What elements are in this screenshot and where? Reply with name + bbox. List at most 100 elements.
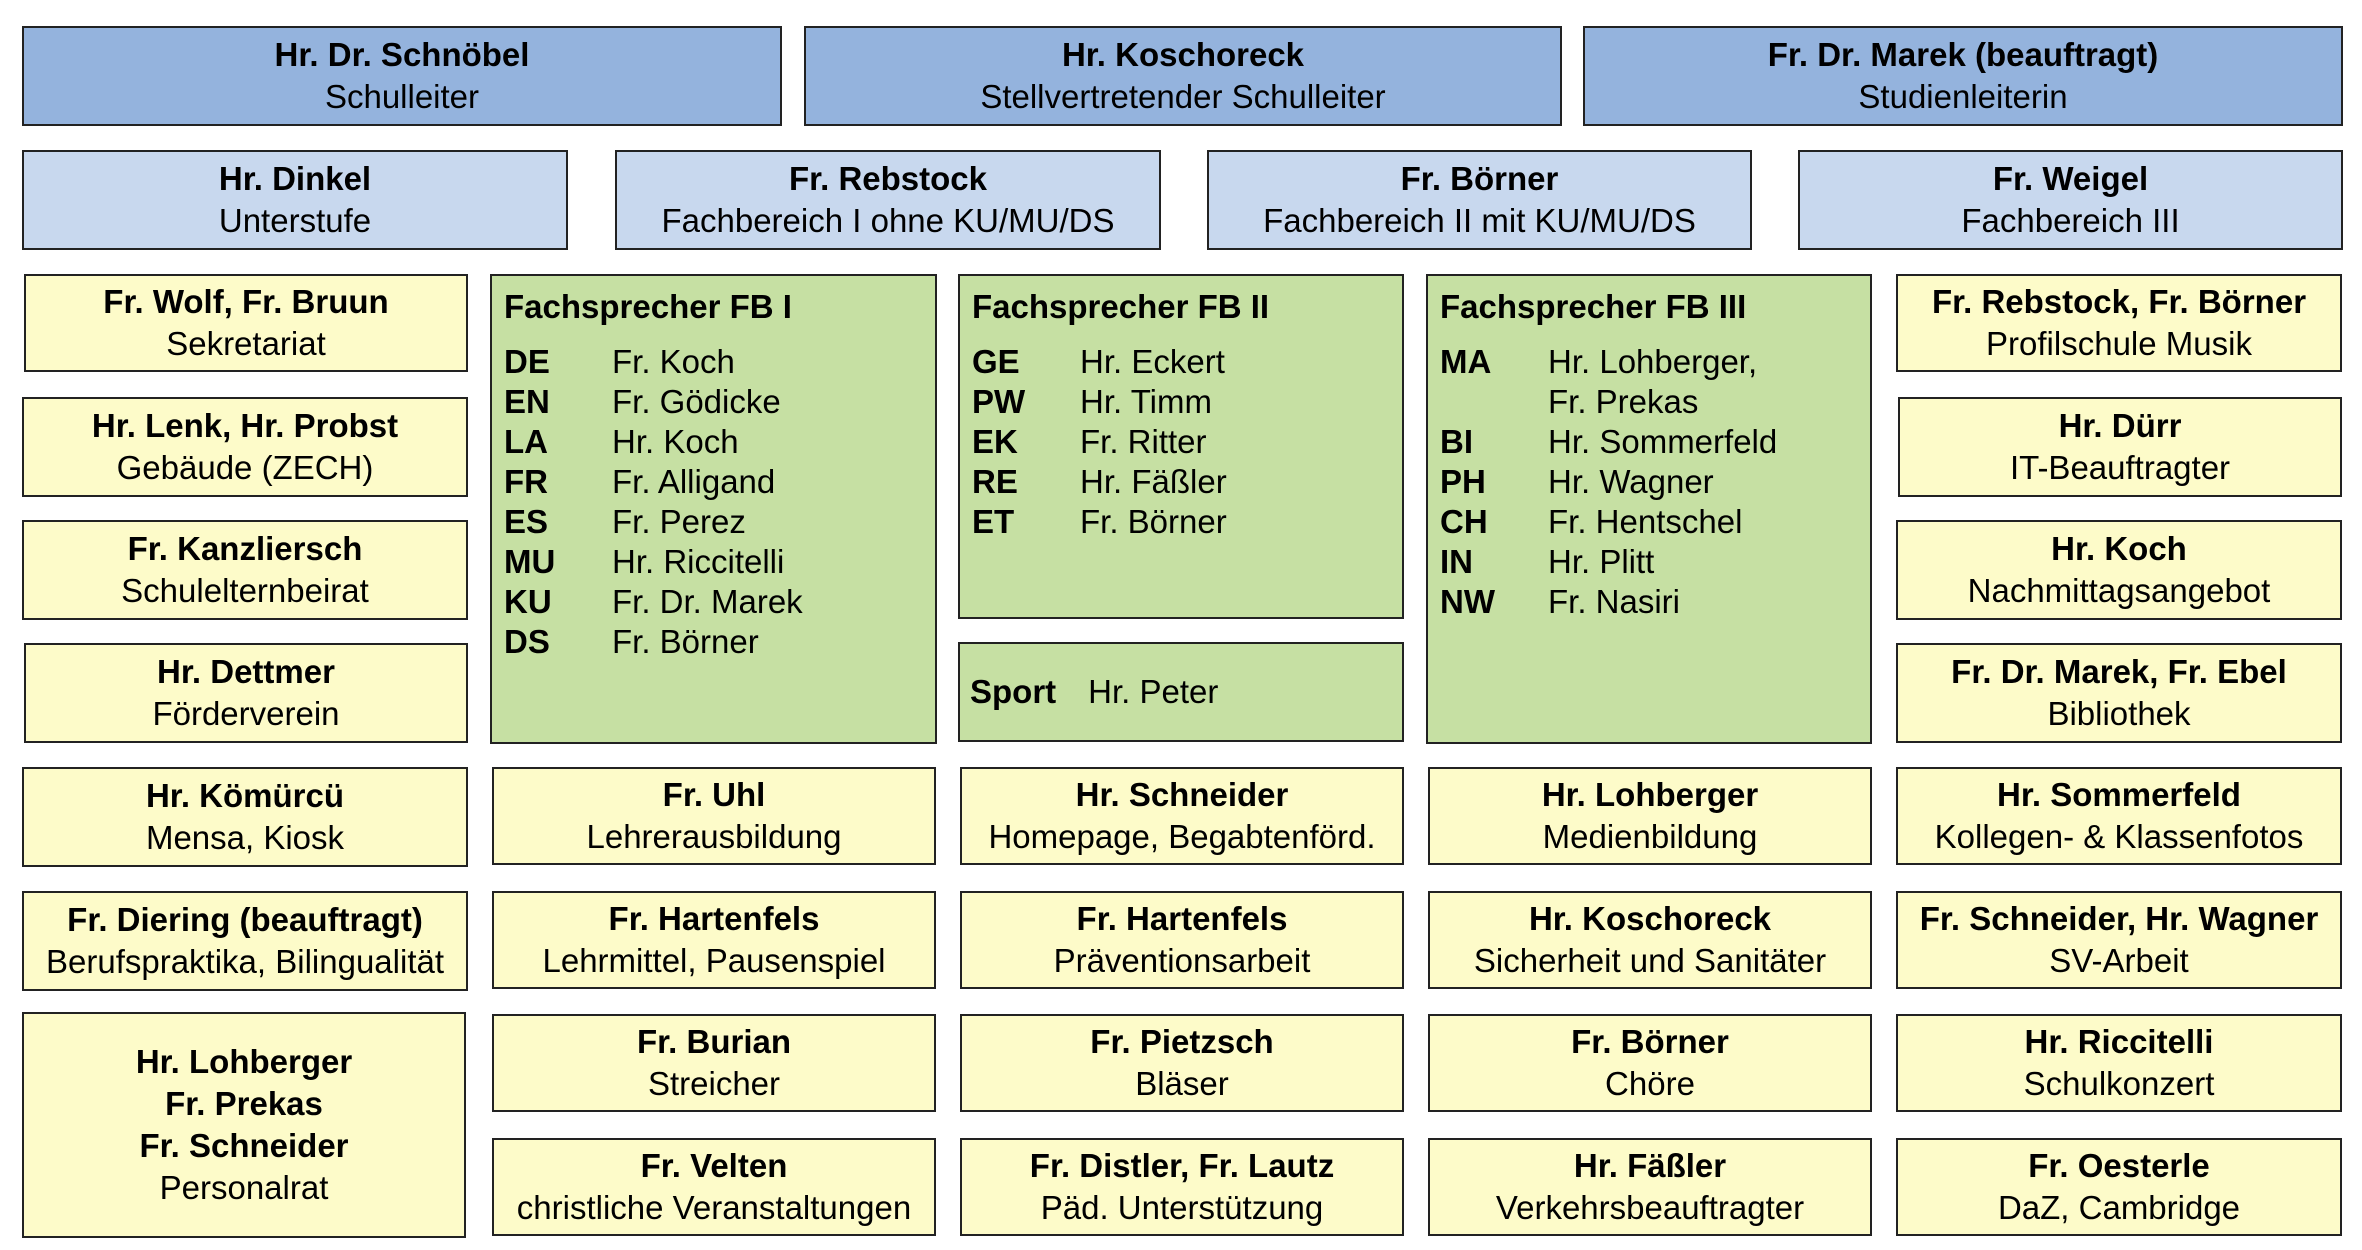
subject-code: MU (504, 542, 556, 580)
person-name: Hr. Sommerfeld (1997, 775, 2241, 813)
role-label: Fachbereich III (1961, 202, 2180, 239)
person-name: Fr. Wolf, Fr. Bruun (103, 282, 389, 320)
role-label: Medienbildung (1542, 818, 1758, 855)
role-box-christliche-veranstaltungen: Fr. Velten christliche Veranstaltungen (492, 1138, 936, 1236)
subject-speaker: Fr. Börner (612, 622, 759, 660)
subject-speaker: Hr. Sommerfeld (1548, 423, 1778, 461)
panel-title: Fachsprecher FB I (504, 288, 792, 325)
subject-speaker: Hr. Plitt (1548, 542, 1655, 580)
subject-speaker: Fr. Perez (612, 502, 746, 540)
role-box-homepage: Hr. Schneider Homepage, Begabtenförd. (960, 767, 1404, 865)
role-label: Personalrat (159, 1169, 329, 1207)
subject-speaker: Hr. Timm (1080, 383, 1212, 421)
person-name: Hr. Koschoreck (1061, 35, 1305, 73)
person-name: Hr. Kömürcü (145, 776, 345, 814)
panel-title: Fachsprecher FB II (972, 288, 1270, 325)
role-box-mensa: Hr. Kömürcü Mensa, Kiosk (22, 767, 468, 867)
subject-code: DS (504, 622, 550, 660)
role-label: Mensa, Kiosk (145, 819, 345, 856)
subject-code: Sport (970, 672, 1057, 710)
subject-code: KU (504, 582, 552, 620)
role-label: Berufspraktika, Bilingualität (45, 943, 445, 980)
subject-speaker: Fr. Alligand (612, 463, 776, 500)
role-box-daz-cambridge: Fr. Oesterle DaZ, Cambridge (1896, 1138, 2342, 1236)
dept-box-unterstufe: Hr. Dinkel Unterstufe (22, 150, 568, 250)
role-label: Homepage, Begabtenförd. (988, 818, 1376, 855)
fachsprecher-fb2-panel: Fachsprecher FB II GE Hr. Eckert PW Hr. Ti… (958, 274, 1404, 619)
person-name: Hr. Lohberger (135, 1042, 353, 1080)
subject-code: CH (1440, 502, 1488, 540)
role-label: Verkehrsbeauftragter (1495, 1189, 1805, 1226)
person-name: Fr. Kanzliersch (127, 529, 363, 567)
role-box-medienbildung: Hr. Lohberger Medienbildung (1428, 767, 1872, 865)
person-name: Hr. Riccitelli (2024, 1022, 2214, 1060)
subject-speaker: Hr. Peter (1088, 672, 1219, 710)
sport-panel: Sport Hr. Peter (958, 642, 1404, 742)
subject-code: PH (1440, 463, 1486, 500)
role-box-sicherheit: Hr. Koschoreck Sicherheit und Sanitäter (1428, 891, 1872, 989)
role-label: Unterstufe (218, 202, 372, 239)
person-name: Fr. Distler, Fr. Lautz (1029, 1146, 1335, 1184)
subject-speaker: Hr. Eckert (1080, 343, 1225, 381)
role-box-foerderverein: Hr. Dettmer Förderverein (24, 643, 468, 743)
person-name: Fr. Börner (1571, 1022, 1729, 1060)
role-label: christliche Veranstaltungen (516, 1189, 912, 1226)
person-name: Hr. Fäßler (1573, 1146, 1727, 1184)
person-name: Hr. Dürr (2058, 406, 2182, 444)
role-box-sv-arbeit: Fr. Schneider, Hr. Wagner SV-Arbeit (1896, 891, 2342, 989)
role-label: IT-Beauftragter (2009, 449, 2231, 486)
role-label: Sicherheit und Sanitäter (1473, 942, 1827, 979)
role-label: Lehrerausbildung (586, 818, 842, 855)
role-box-streicher: Fr. Burian Streicher (492, 1014, 936, 1112)
role-box-verkehr: Hr. Fäßler Verkehrsbeauftragter (1428, 1138, 1872, 1236)
role-label: Schulleiter (324, 78, 480, 115)
person-name: Fr. Schneider (139, 1127, 349, 1164)
person-name: Fr. Diering (beauftragt) (67, 900, 423, 938)
subject-code: GE (972, 343, 1020, 381)
subject-code: PW (972, 383, 1026, 421)
role-label: Bläser (1135, 1065, 1229, 1102)
role-label: Stellvertretender Schulleiter (980, 78, 1386, 115)
subject-code: EK (972, 423, 1018, 461)
subject-code: ET (972, 502, 1015, 540)
person-name: Hr. Koch (2051, 529, 2187, 567)
role-label: Schulelternbeirat (121, 572, 369, 609)
role-label: Fachbereich II mit KU/MU/DS (1263, 202, 1696, 239)
leader-box-studienleiterin: Fr. Dr. Marek (beauftragt) Studienleiter… (1583, 26, 2343, 126)
subject-speaker: Fr. Gödicke (612, 383, 781, 421)
person-name: Hr. Dr. Schnöbel (274, 35, 530, 73)
subject-speaker: Hr. Lohberger, (1548, 343, 1758, 381)
role-box-lehrerausbildung: Fr. Uhl Lehrerausbildung (492, 767, 936, 865)
subject-code: NW (1440, 582, 1495, 620)
person-name: Fr. Börner (1400, 159, 1559, 197)
role-box-blaeser: Fr. Pietzsch Bläser (960, 1014, 1404, 1112)
subject-speaker: Fr. Prekas (1548, 383, 1699, 421)
person-name: Fr. Uhl (662, 775, 766, 813)
person-name: Hr. Dettmer (157, 652, 335, 690)
leader-box-principal: Hr. Dr. Schnöbel Schulleiter (22, 26, 782, 126)
role-label: Schulkonzert (2023, 1065, 2215, 1102)
role-label: Förderverein (152, 695, 340, 732)
role-box-praeventionsarbeit: Fr. Hartenfels Präventionsarbeit (960, 891, 1404, 989)
subject-speaker: Fr. Koch (612, 343, 735, 381)
role-label: Studienleiterin (1858, 78, 2068, 115)
subject-row: GE Hr. Eckert (972, 342, 1225, 382)
role-box-gebaeude: Hr. Lenk, Hr. Probst Gebäude (ZECH) (22, 397, 468, 497)
person-name: Fr. Prekas (165, 1084, 323, 1122)
role-label: Bibliothek (2047, 695, 2191, 732)
role-label: Präventionsarbeit (1053, 942, 1311, 979)
subject-code: LA (504, 423, 548, 461)
role-box-berufspraktika: Fr. Diering (beauftragt) Berufspraktika,… (22, 891, 468, 991)
dept-box-fb1: Fr. Rebstock Fachbereich I ohne KU/MU/DS (615, 150, 1161, 250)
role-label: Lehrmittel, Pausenspiel (542, 942, 886, 979)
role-label: Chöre (1605, 1065, 1695, 1102)
